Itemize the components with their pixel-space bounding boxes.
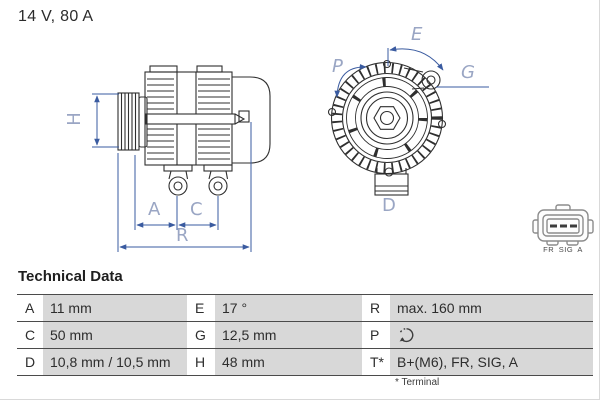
param-key: E (187, 295, 215, 321)
rear-housing (232, 76, 271, 164)
dim-label-e: E (411, 24, 423, 45)
param-key: R (362, 295, 390, 321)
param-key: D (17, 349, 43, 375)
dim-label-a: A (148, 199, 161, 220)
param-key: P (362, 322, 390, 348)
param-key: G (187, 322, 215, 348)
technical-drawing (92, 46, 594, 252)
side-view-dimensions (92, 93, 252, 252)
table-row: D 10,8 mm / 10,5 mm H 48 mm T* B+(M6), F… (17, 349, 593, 376)
technical-data-table: A 11 mm E 17 ° R max. 160 mm C 50 mm G 1… (17, 294, 593, 376)
param-value: 12,5 mm (215, 322, 362, 348)
bottom-bracket (374, 167, 409, 196)
cooling-fins (147, 78, 230, 160)
param-value: max. 160 mm (390, 295, 593, 321)
param-value: 17 ° (215, 295, 362, 321)
vent-slots (332, 63, 442, 173)
dim-label-g: G (461, 62, 475, 83)
rotation-direction-icon (399, 328, 414, 343)
terminal-footnote: * Terminal (395, 377, 440, 388)
front-view-dimensions (334, 46, 489, 98)
rating-label: 14 V, 80 A (18, 8, 94, 25)
param-value-rotation (390, 322, 593, 348)
dim-label-p: P (332, 56, 343, 77)
dim-label-h: H (63, 112, 85, 126)
param-key: A (17, 295, 43, 321)
param-value: 48 mm (215, 349, 362, 375)
technical-data-heading: Technical Data (18, 268, 123, 285)
connector-drawing (532, 204, 594, 246)
param-value: B+(M6), FR, SIG, A (390, 349, 593, 375)
param-key: T* (362, 349, 390, 375)
angle-e-arc (389, 46, 444, 71)
front-view-drawing (327, 59, 447, 196)
connector-pin-labels: FR SIG A (543, 245, 583, 254)
param-key: C (17, 322, 43, 348)
param-value: 11 mm (43, 295, 187, 321)
dim-label-r: R (176, 225, 189, 246)
rotation-p-arrow (334, 63, 367, 98)
param-value: 10,8 mm / 10,5 mm (43, 349, 187, 375)
shaft-hex-nut (373, 106, 401, 130)
table-row: C 50 mm G 12,5 mm P (17, 322, 593, 349)
dim-label-c: C (190, 199, 203, 220)
dim-label-d: D (382, 195, 396, 216)
param-key: H (187, 349, 215, 375)
mounting-lugs (168, 170, 229, 196)
param-value: 50 mm (43, 322, 187, 348)
pulley (117, 92, 148, 151)
side-view-drawing (117, 65, 271, 196)
table-row: A 11 mm E 17 ° R max. 160 mm (17, 295, 593, 322)
